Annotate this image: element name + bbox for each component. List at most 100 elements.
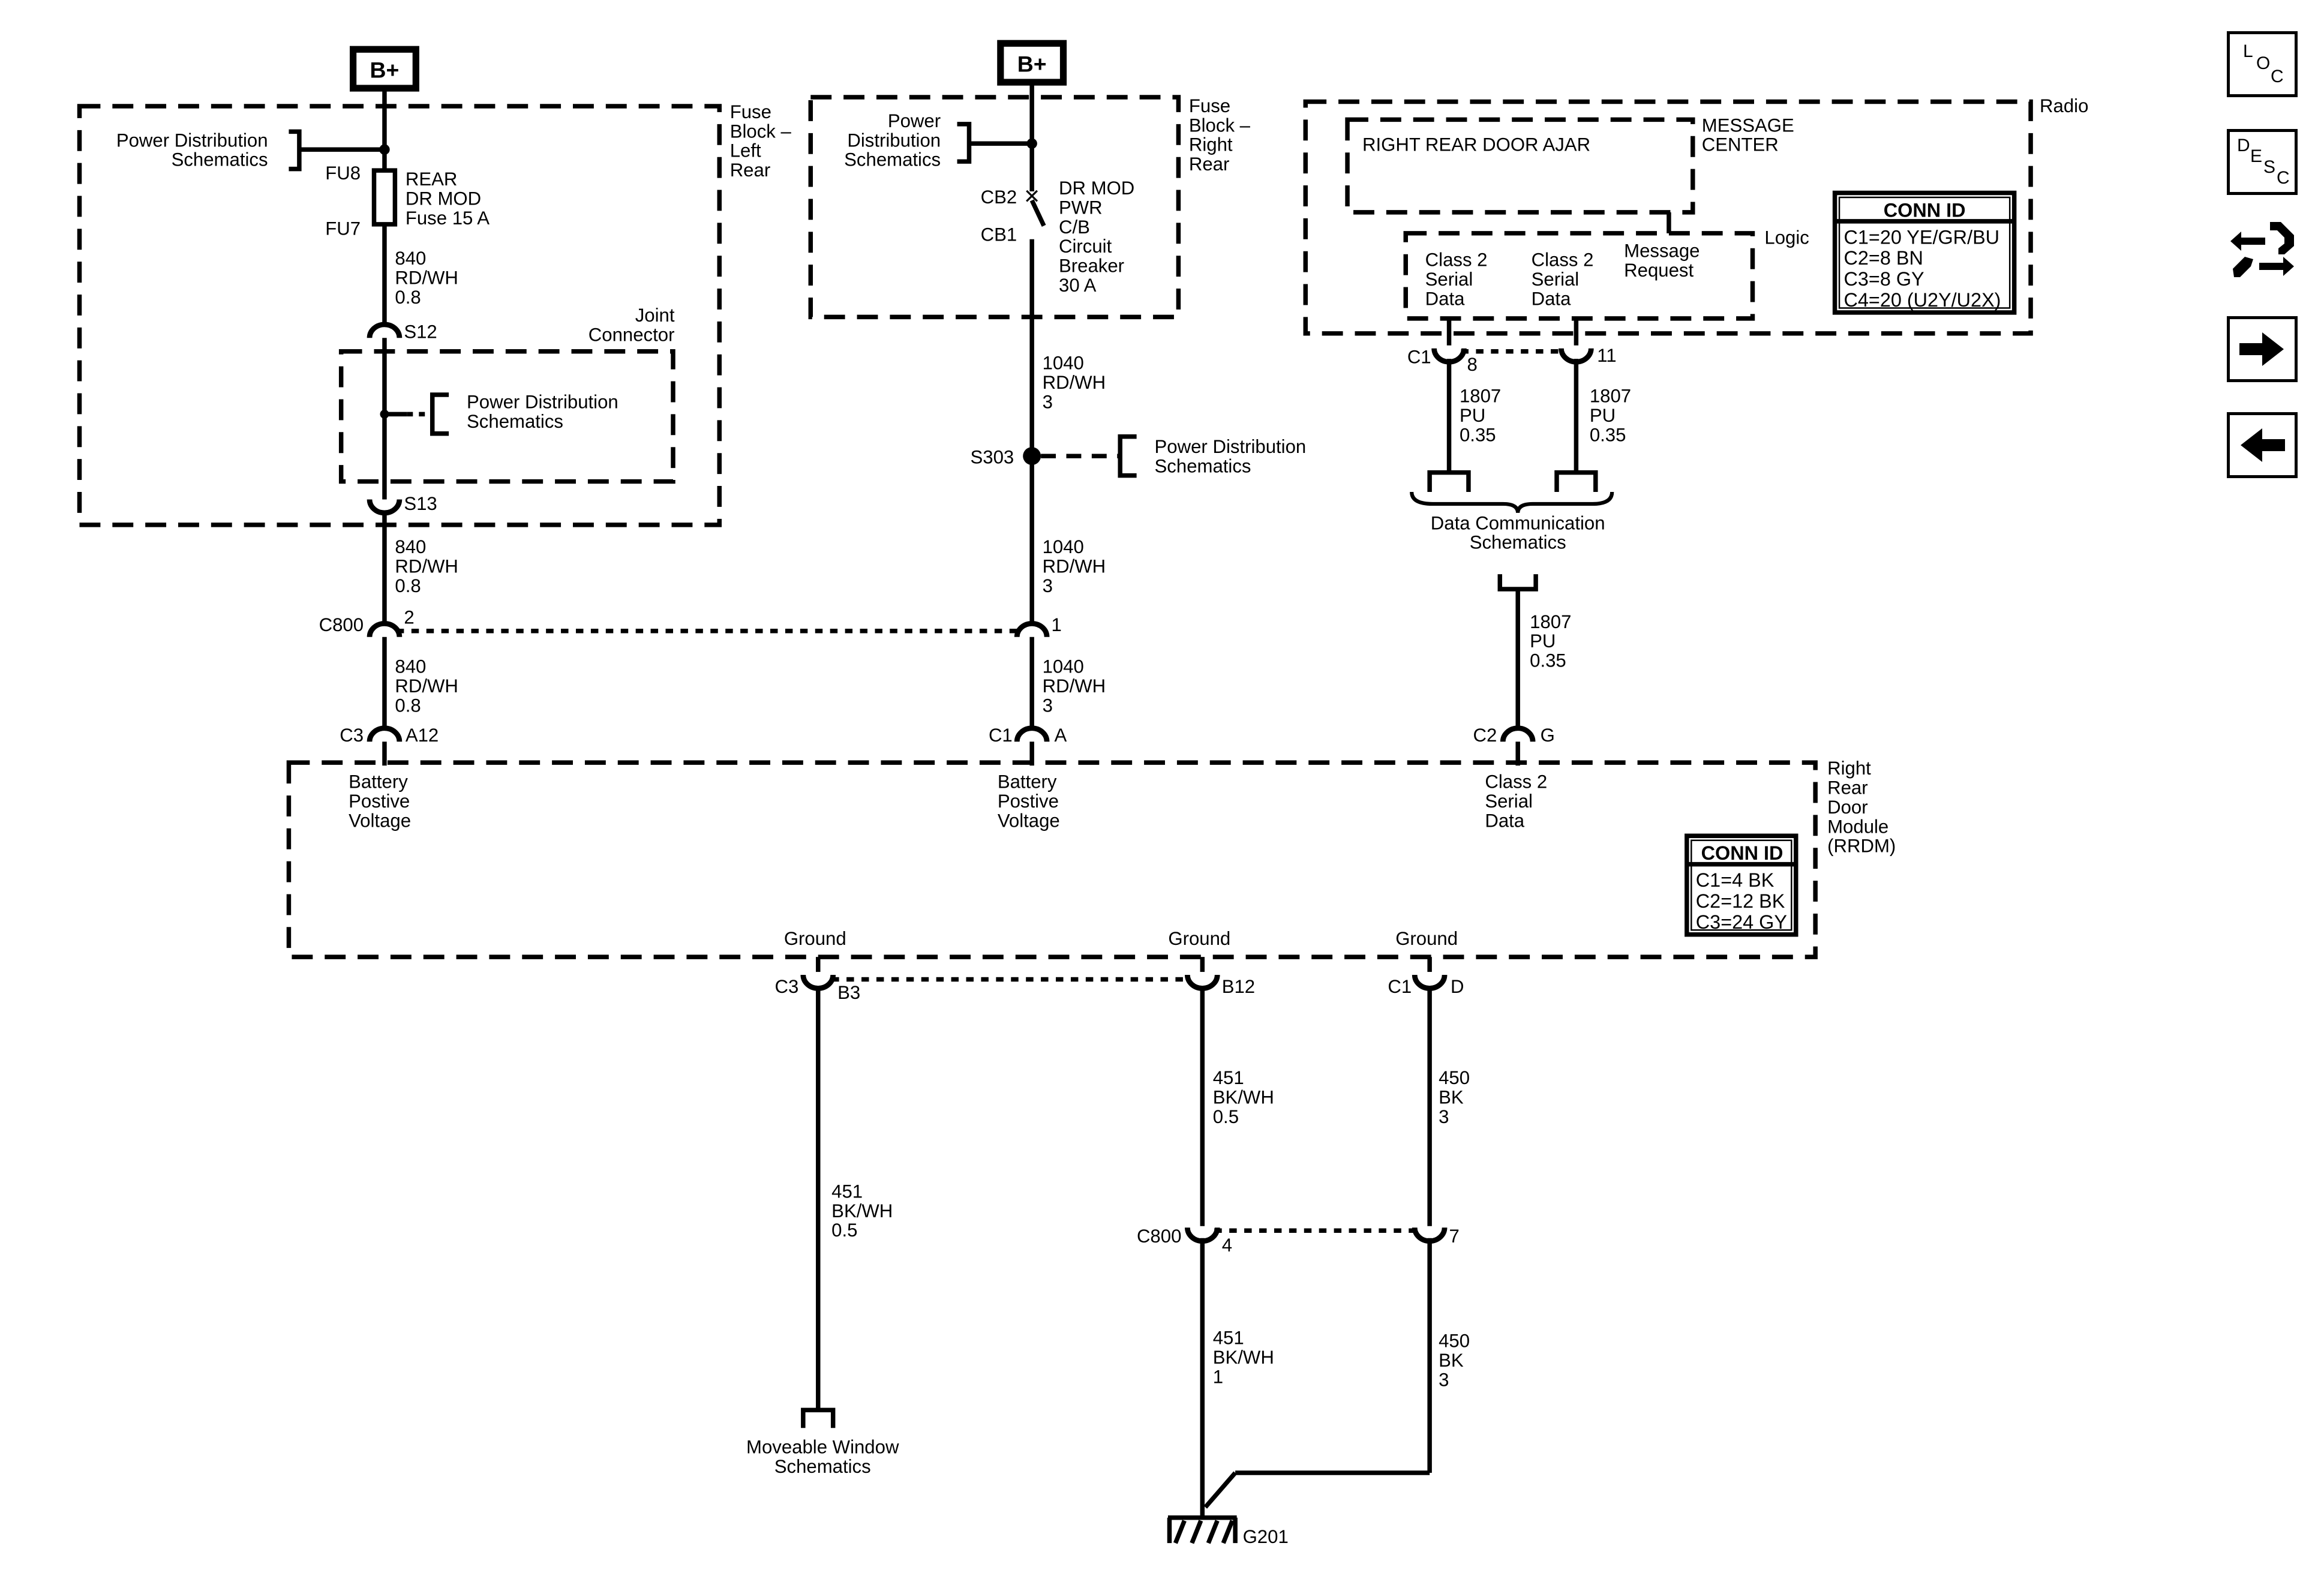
wire-450b-label-2: BK: [1439, 1350, 1464, 1371]
fuse-block-right-label-3: Right: [1189, 134, 1233, 155]
b-plus-mid-label: B+: [1017, 52, 1047, 77]
bpv2-label-1: Battery: [998, 771, 1057, 792]
a12-label: A12: [406, 725, 439, 746]
dcs-brace-icon: [1410, 491, 1614, 514]
pin8-label: 8: [1467, 354, 1477, 375]
c1-a-label: C1: [989, 725, 1013, 746]
wire-840c-label-3: 0.8: [395, 695, 421, 716]
rrdm-module-box: [286, 760, 1818, 959]
wire-1807c-label-1: 1807: [1530, 611, 1571, 632]
conn-id-rrdm-title: CONN ID: [1701, 842, 1783, 864]
bpv1-label-2: Postive: [349, 791, 410, 812]
conn-id-radio-box: CONN ID C1=20 YE/GR/BU C2=8 BN C3=8 GY C…: [1832, 190, 2017, 315]
conn-id-radio-row-1: C1=20 YE/GR/BU: [1844, 226, 2000, 248]
message-request-label-1: Message: [1624, 241, 1700, 262]
wire-450-to-ground: [1203, 1471, 1237, 1509]
pds-fu-label-2: Schematics: [172, 149, 268, 170]
cb-name-2: PWR: [1059, 197, 1103, 218]
c2-g-label: C2: [1473, 725, 1497, 746]
pds-cb-label-2: Distribution: [847, 130, 941, 151]
b-plus-left-label: B+: [370, 58, 400, 83]
c800-bottom-pin7-icon: [1412, 1227, 1448, 1244]
pds-fu-label-1: Power Distribution: [116, 130, 268, 151]
wire-1040c-label-1: 1040: [1043, 656, 1084, 677]
wire-450a-label-2: BK: [1439, 1086, 1464, 1107]
pds-bracket-cb: [957, 122, 972, 164]
class2-a-label-1: Class 2: [1425, 250, 1488, 271]
fuse-block-junction-dot: [379, 144, 390, 155]
dcs-bracket-left: [1427, 470, 1471, 492]
wire-451b-label-1: 451: [1213, 1067, 1244, 1088]
wire-451c-label-3: 1: [1213, 1366, 1223, 1387]
c1-pin8-connector-icon: [1431, 348, 1467, 365]
wrench-arrows-button[interactable]: [2227, 217, 2298, 283]
ground-label-3: Ground: [1395, 928, 1458, 949]
joint-connector-label-1: Joint: [635, 305, 675, 326]
fu8-label: FU8: [325, 163, 361, 184]
desc-letter-e: E: [2250, 146, 2262, 166]
wire-450a-label-3: 3: [1439, 1106, 1449, 1127]
cb-name-6: 30 A: [1059, 275, 1097, 296]
cb-name-4: Circuit: [1059, 236, 1112, 257]
circuit-breaker-contact: [1029, 199, 1046, 227]
wire-840c-label-1: 840: [395, 656, 426, 677]
radio-box: [1303, 99, 2033, 336]
loc-button[interactable]: L O C: [2227, 31, 2298, 97]
arrow-right-icon: [2239, 332, 2284, 366]
desc-letter-d: D: [2237, 136, 2250, 155]
fuse-name-3: Fuse 15 A: [406, 208, 490, 229]
c800-pin1-label: 1: [1052, 614, 1062, 635]
fuse-block-right-label-1: Fuse: [1189, 95, 1230, 116]
ground-label-2: Ground: [1168, 928, 1230, 949]
pds-joint-label-1: Power Distribution: [467, 391, 618, 412]
logic-label: Logic: [1764, 227, 1809, 248]
c1-radio-label: C1: [1407, 347, 1431, 368]
fuse-block-left-rear-box: [77, 104, 722, 527]
wire-1040a-label-2: RD/WH: [1043, 372, 1106, 393]
s13-label: S13: [404, 493, 437, 514]
wire-1807a-label-2: PU: [1460, 405, 1485, 426]
cb-junction-dot: [1026, 138, 1037, 149]
radio-label: Radio: [2040, 95, 2088, 116]
wire-1040a-label-1: 1040: [1043, 353, 1084, 374]
dcs-bracket-right: [1554, 470, 1598, 492]
mws-bracket: [801, 1407, 836, 1428]
next-button[interactable]: [2227, 316, 2298, 382]
wire-1040b-label-3: 3: [1043, 575, 1053, 596]
fuse-block-left-label-2: Block –: [730, 121, 792, 142]
b-plus-mid-box: [997, 40, 1067, 86]
pin4-label: 4: [1222, 1235, 1232, 1256]
conn-id-rrdm-box: CONN ID C1=4 BK C2=12 BK C3=24 GY: [1685, 833, 1798, 937]
wire-1807a-label-1: 1807: [1460, 385, 1501, 406]
fuse-block-right-rear-box: [808, 95, 1181, 320]
rrdm-label-2: Rear: [1827, 777, 1868, 798]
desc-button[interactable]: D E S C: [2227, 129, 2298, 195]
pin-d-label: D: [1451, 976, 1464, 997]
fuse-15a-symbol: [371, 168, 398, 227]
c800-bottom-label: C800: [1137, 1226, 1181, 1247]
joint-junction-dot: [380, 409, 389, 419]
pin-g-label: G: [1541, 725, 1555, 746]
c800-top-label: C800: [319, 614, 364, 635]
wire-1040b-label-2: RD/WH: [1043, 556, 1106, 577]
s12-connector-icon: [367, 322, 403, 338]
wire-1040c-label-3: 3: [1043, 695, 1053, 716]
loc-letter-o: O: [2256, 53, 2270, 73]
conn-id-rrdm-row-1: C1=4 BK: [1696, 869, 1774, 891]
class2-a-label-2: Serial: [1425, 269, 1473, 290]
class2-a-label-3: Data: [1425, 288, 1465, 309]
wire-451c-label-2: BK/WH: [1213, 1347, 1274, 1368]
c3-b3-connector-icon: [800, 974, 836, 991]
rrdm-label-1: Right: [1827, 758, 1871, 779]
pds-bracket-joint: [430, 392, 449, 436]
wire-1807b-label-1: 1807: [1590, 385, 1631, 406]
cb2-label: CB2: [981, 187, 1017, 208]
bpv1-label-3: Voltage: [349, 810, 411, 831]
previous-button[interactable]: [2227, 412, 2298, 478]
loc-letter-l: L: [2243, 41, 2253, 61]
wire-451a-label-2: BK/WH: [831, 1200, 893, 1221]
desc-icon: D E S C: [2237, 136, 2290, 188]
pds-cb-label-3: Schematics: [844, 149, 941, 170]
message-center-label-2: CENTER: [1702, 134, 1779, 155]
